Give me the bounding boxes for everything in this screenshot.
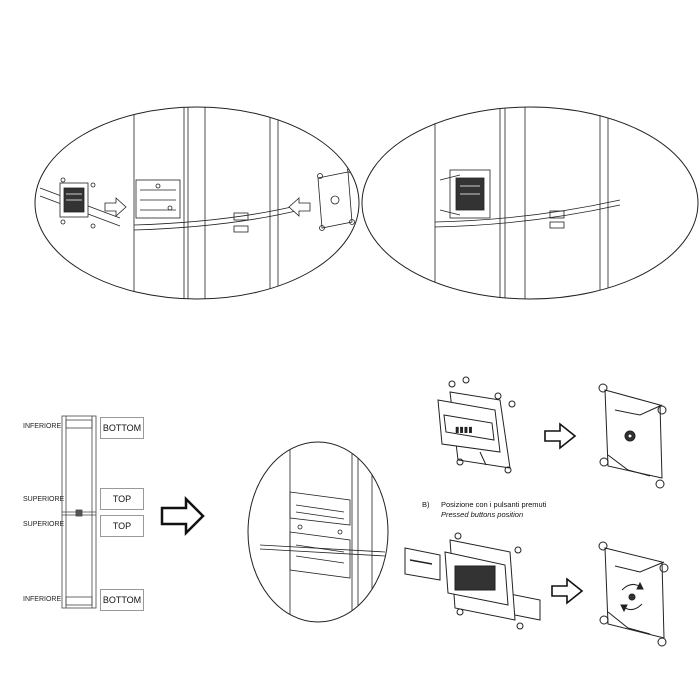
device-front-bottom [404,532,541,630]
step-arrow-1 [544,422,577,450]
device-front-top: ▮▮▮▮ [437,376,516,474]
label-inferiore-bottom: INFERIORE [23,596,62,603]
left-detail-ellipse [34,106,360,300]
caption-letter: B) [422,500,430,509]
column-panels [61,415,97,609]
right-detail-ellipse [361,106,699,300]
label-superiore-2: SUPERIORE [23,521,65,528]
svg-text:▮▮▮▮: ▮▮▮▮ [455,425,473,434]
label-superiore-1: SUPERIORE [23,496,65,503]
step-arrow-2 [551,577,584,605]
caption-italian: Posizione con i pulsanti premuti [441,500,547,509]
label-top-1: TOP [100,488,144,510]
plate-rear-bottom [598,541,669,647]
caption-english-text: Pressed buttons position [441,510,524,519]
caption-english: Pressed buttons position [441,510,523,519]
label-inferiore-top: INFERIORE [23,423,62,430]
plate-rear-top [598,383,667,489]
label-bottom-top: BOTTOM [100,417,144,439]
label-top-2: TOP [100,515,144,537]
large-arrow-right [160,495,205,537]
label-bottom-bottom: BOTTOM [100,589,144,611]
center-detail-circle [247,441,389,623]
